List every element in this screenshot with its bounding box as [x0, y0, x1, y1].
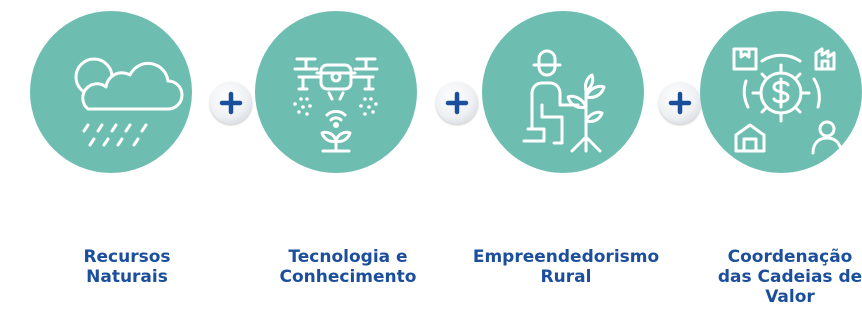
- farmer-planting-icon: [482, 11, 644, 173]
- value-chain-coordination-icon: [700, 11, 862, 173]
- drone-irrigation-plant-icon: [255, 11, 417, 173]
- circle-coordenacao: [700, 11, 862, 173]
- plus-connector-3: [659, 82, 701, 124]
- label-empreendedorismo: Empreendedorismo Rural: [472, 247, 660, 287]
- label-coordenacao: Coordenação das Cadeias de Valor: [717, 247, 862, 307]
- plus-icon: [668, 91, 692, 115]
- plus-icon: [219, 91, 243, 115]
- plus-connector-1: [210, 82, 252, 124]
- label-recursos-naturais: Recursos Naturais: [83, 247, 171, 287]
- plus-icon: [445, 91, 469, 115]
- circle-empreendedorismo: [482, 11, 644, 173]
- circle-tecnologia: [255, 11, 417, 173]
- plus-connector-2: [436, 82, 478, 124]
- label-tecnologia: Tecnologia e Conhecimento: [279, 247, 417, 287]
- weather-rain-cloud-icon: [30, 11, 192, 173]
- circle-recursos-naturais: [30, 11, 192, 173]
